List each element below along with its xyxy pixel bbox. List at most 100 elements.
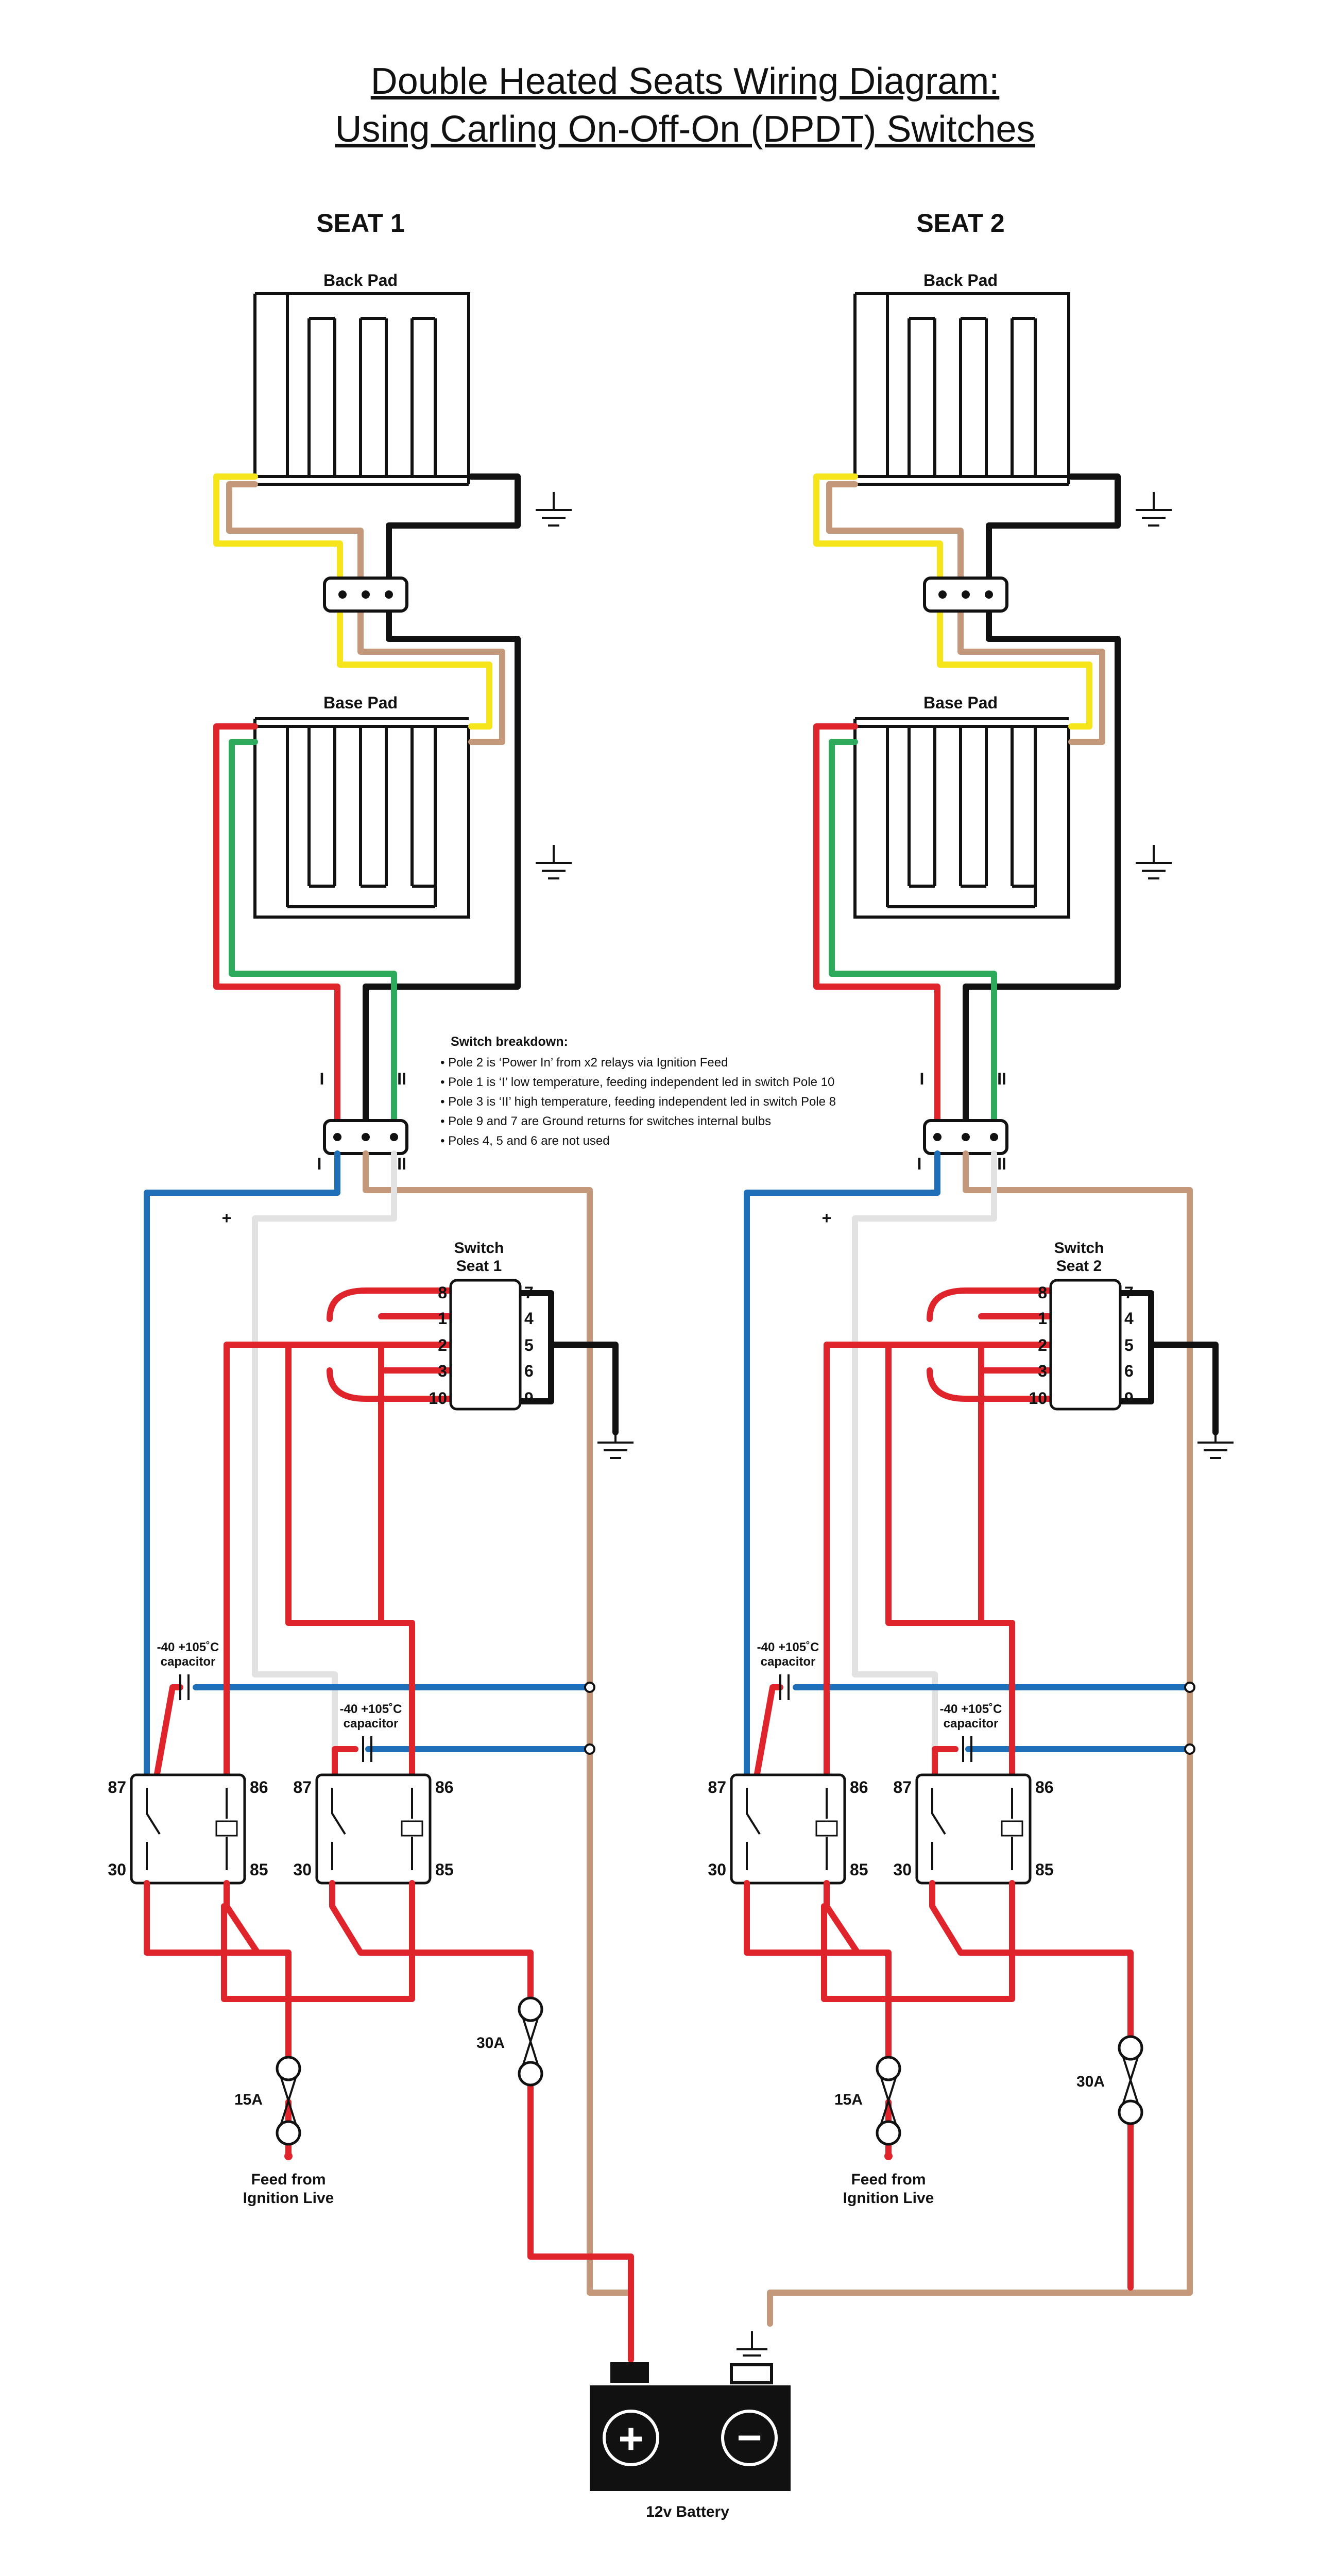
connector-lower-left-label: I <box>317 1155 322 1173</box>
capacitor-2: -40 +105˚C capacitor <box>940 1702 1002 1762</box>
positive-label: + <box>822 1209 832 1227</box>
base-pad-element-bottom <box>287 885 435 908</box>
battery-ground-symbol <box>737 2331 767 2357</box>
switch-label-line-2: Seat 1 <box>456 1258 502 1275</box>
relay-pin-85: 85 <box>250 1860 268 1879</box>
connector-upper-right-label: II <box>997 1070 1006 1088</box>
blue-capacitor-wire <box>193 1684 593 1752</box>
switch-pin-left: 1 <box>438 1309 447 1328</box>
switch-pin-right: 9 <box>1124 1389 1134 1408</box>
capacitor-2-line-2: capacitor <box>944 1717 999 1731</box>
capacitor-2-line-1: -40 +105˚C <box>940 1702 1002 1716</box>
black-wire <box>363 473 521 1124</box>
switch-pin-right: 4 <box>1124 1309 1134 1328</box>
switch-pin-right: 7 <box>1124 1283 1134 1302</box>
switch-pin-left: 3 <box>1038 1362 1047 1380</box>
green-wire <box>229 739 397 1124</box>
switch-breakdown-item: • Pole 3 is ‘II’ high temperature, feedi… <box>440 1095 836 1109</box>
capacitor-2-line-1: -40 +105˚C <box>340 1702 402 1716</box>
relay-pin-85: 85 <box>435 1860 454 1879</box>
fuse-30a: 30A <box>476 1996 543 2087</box>
switch-body <box>449 1279 522 1411</box>
connector-lower-right-label: II <box>397 1155 406 1173</box>
relay-pin-85: 85 <box>850 1860 868 1879</box>
base-pad: Base Pad <box>253 693 470 919</box>
relay-1: 87 86 30 85 <box>108 1773 268 1885</box>
relay-pin-85: 85 <box>1035 1860 1054 1879</box>
switch-label-line-1: Switch <box>1054 1240 1104 1257</box>
back-pad: Back Pad <box>253 271 470 486</box>
switch-pin-right: 6 <box>1124 1362 1134 1380</box>
blue-capacitor-wire <box>793 1684 1193 1752</box>
switch-pin-right: 5 <box>1124 1336 1134 1354</box>
relay-pin-86: 86 <box>435 1778 454 1797</box>
relay-feed-wires <box>744 1880 1134 2059</box>
base-pad-element <box>286 726 437 907</box>
switch-red-wires <box>932 1287 1054 1402</box>
battery: + − 12v Battery <box>590 2331 791 2520</box>
battery-negative-terminal <box>730 2363 773 2384</box>
back-pad-label: Back Pad <box>923 271 998 290</box>
back-pad-bus <box>255 475 469 486</box>
seat-title: SEAT 2 <box>916 209 1004 238</box>
connector-upper-right-label: II <box>397 1070 406 1088</box>
switch-pin-left: 8 <box>1038 1283 1047 1302</box>
switch-breakdown-item: • Pole 9 and 7 are Ground returns for sw… <box>440 1114 771 1128</box>
relay-pin-87: 87 <box>708 1778 726 1797</box>
relay-pin-30: 30 <box>293 1860 312 1879</box>
capacitor-2-line-2: capacitor <box>344 1717 399 1731</box>
capacitor-1-line-1: -40 +105˚C <box>757 1640 819 1654</box>
switch-ground-wire <box>517 1290 619 1435</box>
switch-pin-right: 7 <box>524 1283 534 1302</box>
relay-pin-30: 30 <box>893 1860 912 1879</box>
connector-upper-left-label: I <box>920 1070 925 1088</box>
switch-breakdown-item: • Poles 4, 5 and 6 are not used <box>440 1134 610 1148</box>
base-pad: Base Pad <box>853 693 1070 919</box>
fuse-large-label: 30A <box>476 2035 505 2052</box>
battery-positive-terminal <box>610 2362 649 2383</box>
title-line-2: Using Carling On-Off-On (DPDT) Switches <box>335 109 1035 150</box>
base-pad-bus <box>255 717 469 728</box>
fuse-15a: 15A <box>234 2056 301 2146</box>
battery-plus-symbol: + <box>618 2414 643 2463</box>
red-high-feed <box>285 1342 415 1626</box>
back-pad: Back Pad <box>853 271 1070 486</box>
ground-symbol <box>536 845 572 879</box>
grey-wire <box>252 1150 397 1835</box>
relay-pin-87: 87 <box>293 1778 312 1797</box>
switch-pin-left: 10 <box>1029 1389 1047 1408</box>
switch-ground-wire <box>1117 1290 1219 1435</box>
relay-pin-30: 30 <box>708 1860 726 1879</box>
fuse-30a: 30A <box>1076 2035 1143 2125</box>
switch-pin-right: 6 <box>524 1362 534 1380</box>
connector-upper-left-label: I <box>320 1070 324 1088</box>
switch-breakdown-heading: Switch breakdown: <box>451 1035 568 1049</box>
red-high-feed <box>885 1342 1015 1626</box>
switch-pin-left: 3 <box>438 1362 447 1380</box>
brown-ground-wire <box>767 1150 1193 2327</box>
relay-pin-87: 87 <box>108 1778 126 1797</box>
blue-main-wire <box>744 1150 940 1835</box>
battery-label: 12v Battery <box>646 2503 729 2520</box>
relay-pin-87: 87 <box>893 1778 912 1797</box>
switch-pin-right: 4 <box>524 1309 534 1328</box>
base-pad-label: Base Pad <box>923 693 998 712</box>
feed-label-line-2: Ignition Live <box>243 2190 334 2207</box>
relay-pin-30: 30 <box>108 1860 126 1879</box>
relay-pin-86: 86 <box>250 1778 268 1797</box>
black-wire <box>963 473 1121 1124</box>
relay-pin-86: 86 <box>850 1778 868 1797</box>
feed-label-line-2: Ignition Live <box>843 2190 934 2207</box>
green-wire <box>829 739 997 1124</box>
seat-title: SEAT 1 <box>316 209 404 238</box>
relay-feed-wires <box>144 1880 534 2059</box>
relay-2: 87 86 30 85 <box>293 1773 454 1885</box>
capacitor-2: -40 +105˚C capacitor <box>340 1702 402 1762</box>
switch-pin-left: 2 <box>1038 1336 1047 1354</box>
switch-pin-left: 1 <box>1038 1309 1047 1328</box>
fuse-to-battery-wire <box>285 2078 634 2363</box>
fuse-small-label: 15A <box>234 2091 263 2108</box>
seat-2-circuit: SEAT 2 Back Pad Base Pad I II I II <box>708 209 1234 2327</box>
red-switch-feed <box>824 1287 1015 1835</box>
